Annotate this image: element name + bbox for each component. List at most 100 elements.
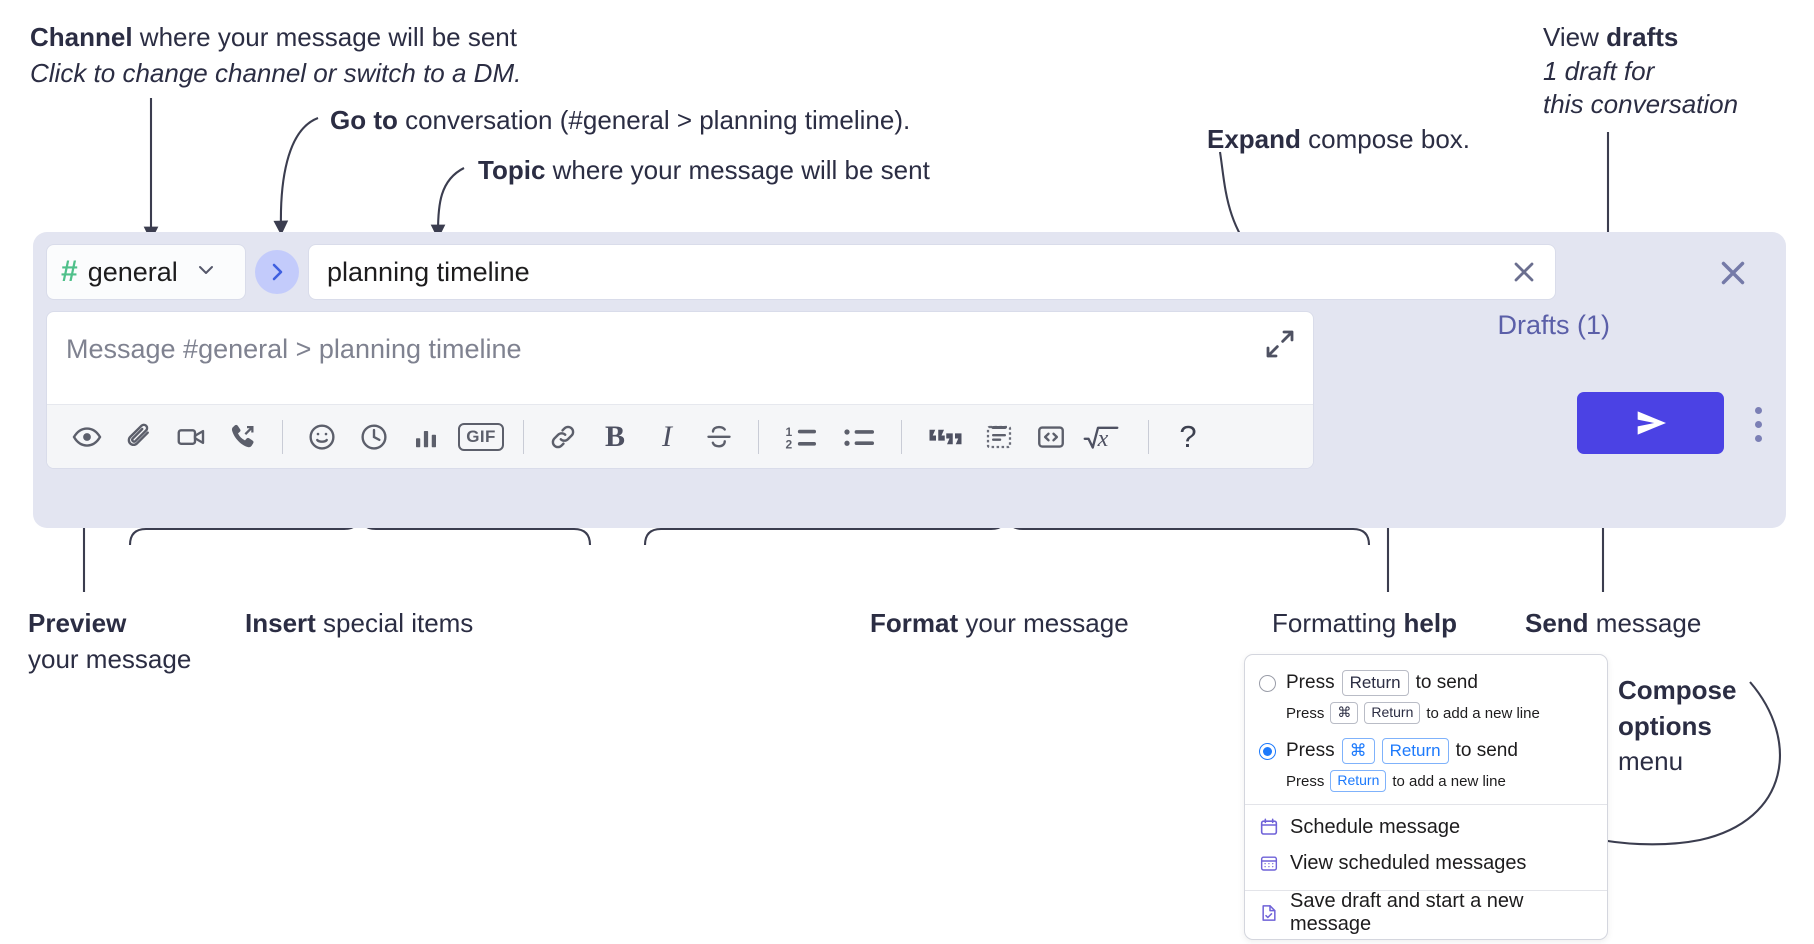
svg-text:1: 1: [786, 424, 793, 438]
toolbar-divider: [901, 419, 902, 454]
opt2-key-cmd: ⌘: [1341, 738, 1375, 764]
menu-item-view-scheduled-messages[interactable]: View scheduled messages: [1245, 845, 1607, 881]
annotation-expand: Expand compose box.: [1207, 124, 1470, 156]
annotation-expand-bold: Expand: [1207, 124, 1301, 154]
menu-divider: [1245, 890, 1607, 891]
bold-icon[interactable]: B: [604, 419, 625, 453]
drafts-link[interactable]: Drafts (1): [1497, 310, 1610, 340]
opt1-key-return: Return: [1341, 670, 1409, 696]
opt1-sub-tail: to add a new line: [1426, 704, 1540, 722]
send-option-return[interactable]: Press Return to send: [1245, 667, 1607, 699]
opt2-sub-press: Press: [1286, 772, 1325, 790]
channel-name: general: [87, 256, 178, 287]
radio-return[interactable]: [1259, 674, 1276, 692]
annotation-drafts-bold: drafts: [1606, 22, 1679, 52]
annotation-topic-bold: Topic: [478, 155, 546, 185]
opt1-sub-press: Press: [1286, 704, 1325, 722]
annotation-expand-rest: compose box.: [1300, 124, 1471, 154]
message-input[interactable]: Message #general > planning timeline: [47, 312, 1313, 404]
annotation-channel-italic: Click to change channel or switch to a D…: [30, 57, 522, 88]
video-camera-icon[interactable]: [165, 415, 217, 459]
message-compose-area: Message #general > planning timeline: [46, 311, 1314, 469]
send-option-cmd-return-hint: Press Return to add a new line: [1245, 767, 1607, 795]
calendar-schedule-icon: [1259, 817, 1279, 837]
annotation-send-bold: Send: [1525, 608, 1589, 638]
toolbar-divider: [523, 419, 524, 454]
help-label: ?: [1179, 418, 1197, 454]
annotation-compose-options-line3: menu: [1618, 746, 1684, 777]
annotation-send-rest: message: [1588, 608, 1702, 638]
annotation-channel: Channel where your message will be sent …: [30, 22, 521, 89]
send-button[interactable]: [1577, 392, 1724, 454]
opt2-sub-key-return: Return: [1330, 770, 1387, 792]
ordered-list-icon[interactable]: 1 2: [772, 415, 830, 459]
italic-icon[interactable]: I: [662, 419, 672, 453]
annotation-insert-bold: Insert: [245, 608, 316, 638]
annotation-formatting-help: Formatting help: [1272, 608, 1457, 640]
hash-icon: #: [61, 255, 78, 288]
clock-icon[interactable]: [348, 415, 400, 459]
gif-icon[interactable]: GIF: [452, 415, 510, 459]
inline-code-icon[interactable]: [1025, 415, 1077, 459]
close-icon[interactable]: [1714, 254, 1752, 292]
topic-value: planning timeline: [327, 256, 530, 287]
annotation-formatting-help-bold: help: [1403, 608, 1457, 638]
compose-header-row: # general planning timeline: [46, 244, 1556, 300]
toolbar-divider: [282, 419, 283, 454]
compose-box: Drafts (1) # general: [33, 232, 1786, 528]
annotation-preview-bold: Preview: [28, 608, 127, 638]
annotation-drafts-line1: 1 draft for: [1543, 55, 1655, 86]
save-draft-icon: [1259, 903, 1279, 923]
svg-text:2: 2: [786, 437, 793, 451]
topic-input[interactable]: planning timeline: [308, 244, 1556, 300]
link-icon[interactable]: [537, 415, 589, 459]
clear-topic-icon[interactable]: [1507, 255, 1541, 289]
compose-options-popup: Press Return to send Press ⌘ Return to a…: [1244, 654, 1608, 940]
annotation-format-bold: Format: [870, 608, 959, 638]
go-to-conversation-button[interactable]: [255, 250, 299, 294]
annotation-channel-bold: Channel: [30, 22, 133, 52]
preview-eye-icon[interactable]: [61, 415, 113, 459]
opt1-press: Press: [1286, 672, 1335, 693]
annotation-drafts: View drafts 1 draft for this conversatio…: [1543, 22, 1738, 121]
opt1-sub-key-cmd: ⌘: [1330, 702, 1359, 724]
gif-label: GIF: [458, 422, 504, 451]
opt2-tail: to send: [1455, 740, 1518, 761]
send-option-return-hint: Press ⌘ Return to add a new line: [1245, 699, 1607, 727]
poll-bar-chart-icon[interactable]: [400, 415, 452, 459]
math-icon[interactable]: x: [1077, 415, 1135, 459]
strikethrough-icon[interactable]: [693, 415, 745, 459]
menu-item-label: Save draft and start a new message: [1290, 890, 1524, 935]
formatting-toolbar: GIF B I: [47, 404, 1313, 468]
bulleted-list-icon[interactable]: [830, 415, 888, 459]
menu-item-save-draft[interactable]: Save draft and start a new message: [1245, 890, 1607, 935]
opt1-sub-key-return: Return: [1364, 702, 1421, 724]
annotation-goto-rest: conversation (#general > planning timeli…: [397, 105, 911, 135]
radio-cmd-return[interactable]: [1259, 742, 1276, 760]
menu-item-schedule-message[interactable]: Schedule message: [1245, 809, 1607, 845]
expand-compose-icon[interactable]: [1264, 328, 1298, 362]
annotation-goto: Go to conversation (#general > planning …: [330, 105, 910, 137]
annotation-goto-bold: Go to: [330, 105, 398, 135]
menu-item-label: View scheduled messages: [1290, 851, 1527, 874]
annotation-drafts-prefix: View: [1543, 22, 1607, 52]
compose-options-menu-button[interactable]: [1745, 400, 1771, 448]
menu-divider: [1245, 804, 1607, 805]
annotation-preview-line2: your message: [28, 643, 192, 674]
opt1-tail: to send: [1415, 672, 1478, 693]
send-paper-plane-icon: [1637, 411, 1666, 435]
annotation-format-rest: your message: [958, 608, 1129, 638]
opt2-press: Press: [1286, 740, 1335, 761]
blockquote-icon[interactable]: [915, 415, 973, 459]
channel-selector[interactable]: # general: [46, 244, 246, 300]
emoji-icon[interactable]: [296, 415, 348, 459]
annotation-topic: Topic where your message will be sent: [478, 155, 930, 187]
attachment-paperclip-icon[interactable]: [113, 415, 165, 459]
audio-call-icon[interactable]: [217, 415, 269, 459]
chevron-down-icon: [194, 258, 218, 287]
code-block-icon[interactable]: [973, 415, 1025, 459]
send-option-cmd-return[interactable]: Press ⌘ Return to send: [1245, 735, 1607, 767]
opt2-sub-tail: to add a new line: [1392, 772, 1506, 790]
menu-item-label: Schedule message: [1290, 815, 1461, 838]
help-icon[interactable]: ?: [1162, 415, 1214, 459]
